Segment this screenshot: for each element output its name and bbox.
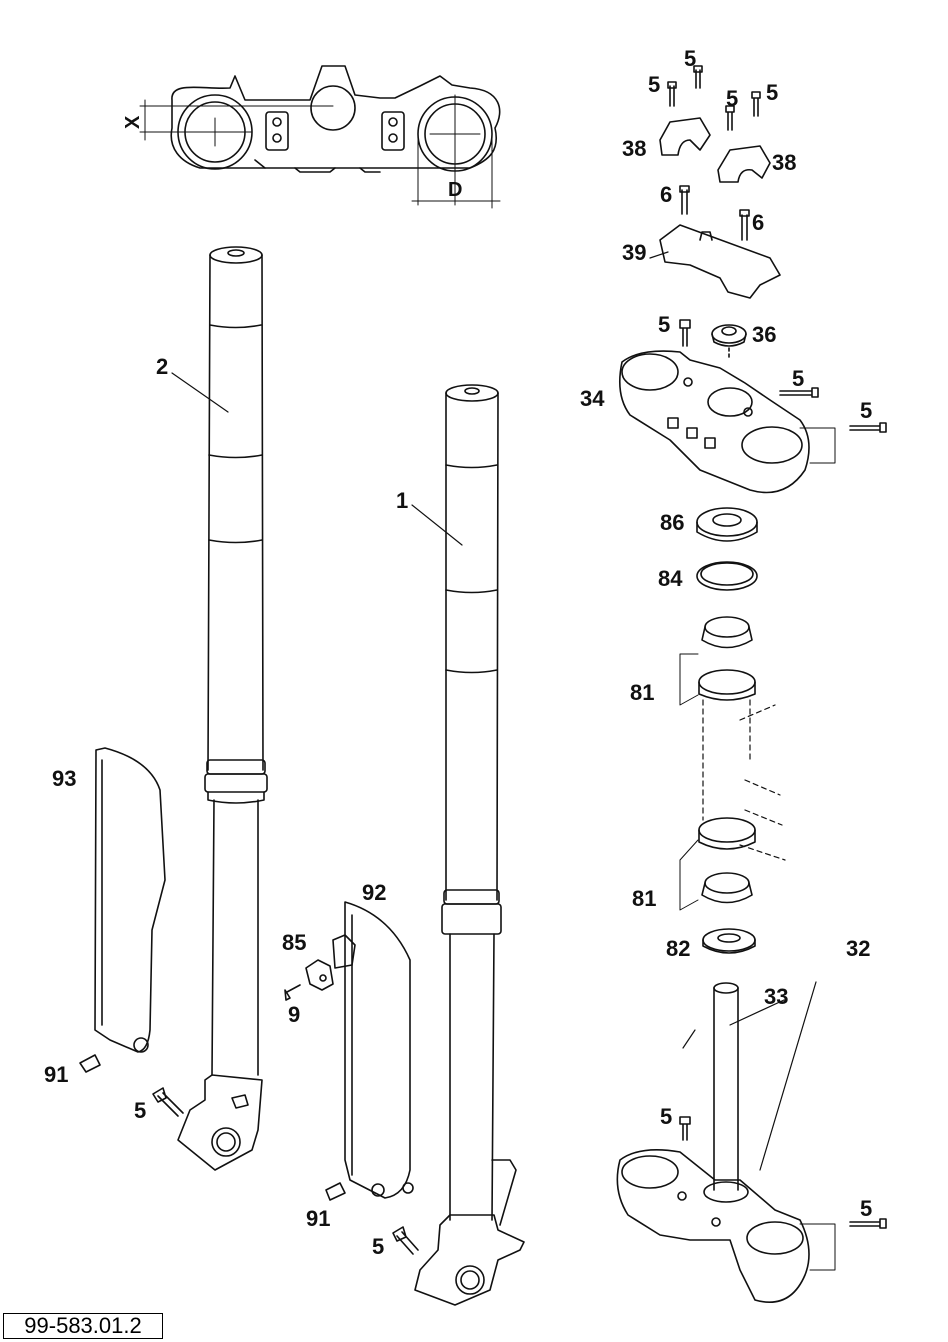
label-2: 2 bbox=[156, 354, 168, 379]
label-34: 34 bbox=[580, 386, 605, 411]
bolts-6 bbox=[679, 185, 750, 241]
bar-clamp-38-left bbox=[659, 117, 711, 156]
label-33: 33 bbox=[764, 984, 788, 1009]
label-5-upper-bolt-a: 5 bbox=[792, 366, 804, 391]
bracket-81 bbox=[679, 653, 699, 911]
seal-86 bbox=[696, 507, 758, 542]
fork-leg-1 bbox=[414, 384, 525, 1306]
bolt-5-right-axle bbox=[392, 1226, 419, 1255]
ring-84 bbox=[696, 561, 758, 591]
label-86: 86 bbox=[660, 510, 684, 535]
bolt-5-left-axle bbox=[152, 1087, 184, 1117]
dimension-d-label: D bbox=[448, 179, 462, 201]
label-6-left: 6 bbox=[660, 182, 672, 207]
label-91-right: 91 bbox=[306, 1206, 330, 1231]
steering-tube-dashed bbox=[702, 699, 786, 861]
screw-91-left bbox=[79, 1054, 101, 1073]
label-5-upper-bolt-b: 5 bbox=[860, 398, 872, 423]
label-85: 85 bbox=[282, 930, 306, 955]
dimension-diagram: X D bbox=[122, 65, 501, 209]
label-82: 82 bbox=[666, 936, 690, 961]
label-91-left: 91 bbox=[44, 1062, 68, 1087]
label-93: 93 bbox=[52, 766, 76, 791]
label-84: 84 bbox=[658, 566, 683, 591]
fork-guard-92 bbox=[332, 901, 414, 1199]
steering-nut-36 bbox=[711, 324, 747, 361]
bearing-81-upper bbox=[698, 616, 756, 701]
upper-triple-clamp-34 bbox=[619, 319, 887, 494]
label-38-left: 38 bbox=[622, 136, 646, 161]
label-5-lower-clamp: 5 bbox=[660, 1104, 672, 1129]
bar-clamp-38-right bbox=[717, 145, 771, 183]
label-5-lower-bolt: 5 bbox=[860, 1196, 872, 1221]
label-5-top-a: 5 bbox=[648, 72, 660, 97]
bar-mount-39 bbox=[659, 224, 781, 299]
leader-lines bbox=[171, 251, 817, 1171]
label-5-top-b: 5 bbox=[684, 46, 696, 71]
lower-triple-clamp-32 bbox=[616, 982, 887, 1304]
bearing-81-lower bbox=[698, 817, 756, 904]
label-5-left-axle: 5 bbox=[134, 1098, 146, 1123]
label-5-upper-clamp: 5 bbox=[658, 312, 670, 337]
dimension-x-label: X bbox=[122, 115, 144, 129]
label-32: 32 bbox=[846, 936, 870, 961]
screw-91-right bbox=[325, 1182, 346, 1201]
label-36: 36 bbox=[752, 322, 776, 347]
label-1: 1 bbox=[396, 488, 408, 513]
label-5-top-c: 5 bbox=[726, 86, 738, 111]
fork-guard-93 bbox=[94, 747, 166, 1053]
reference-number: 99-583.01.2 bbox=[3, 1313, 163, 1339]
label-9: 9 bbox=[288, 1002, 300, 1027]
label-5-right-axle: 5 bbox=[372, 1234, 384, 1259]
label-6-right: 6 bbox=[752, 210, 764, 235]
label-5-top-d: 5 bbox=[766, 80, 778, 105]
small-clamp-85 bbox=[305, 959, 334, 991]
label-92: 92 bbox=[362, 880, 386, 905]
screw-9 bbox=[284, 984, 301, 1001]
washer-82 bbox=[702, 928, 756, 954]
part-labels: 5 5 5 5 38 38 6 6 39 5 36 34 5 5 86 84 8… bbox=[44, 46, 872, 1259]
fork-leg-2 bbox=[177, 246, 268, 1171]
label-81-lower: 81 bbox=[632, 886, 656, 911]
bolts-top bbox=[667, 65, 761, 131]
label-81-upper: 81 bbox=[630, 680, 654, 705]
label-39: 39 bbox=[622, 240, 646, 265]
label-38-right: 38 bbox=[772, 150, 796, 175]
